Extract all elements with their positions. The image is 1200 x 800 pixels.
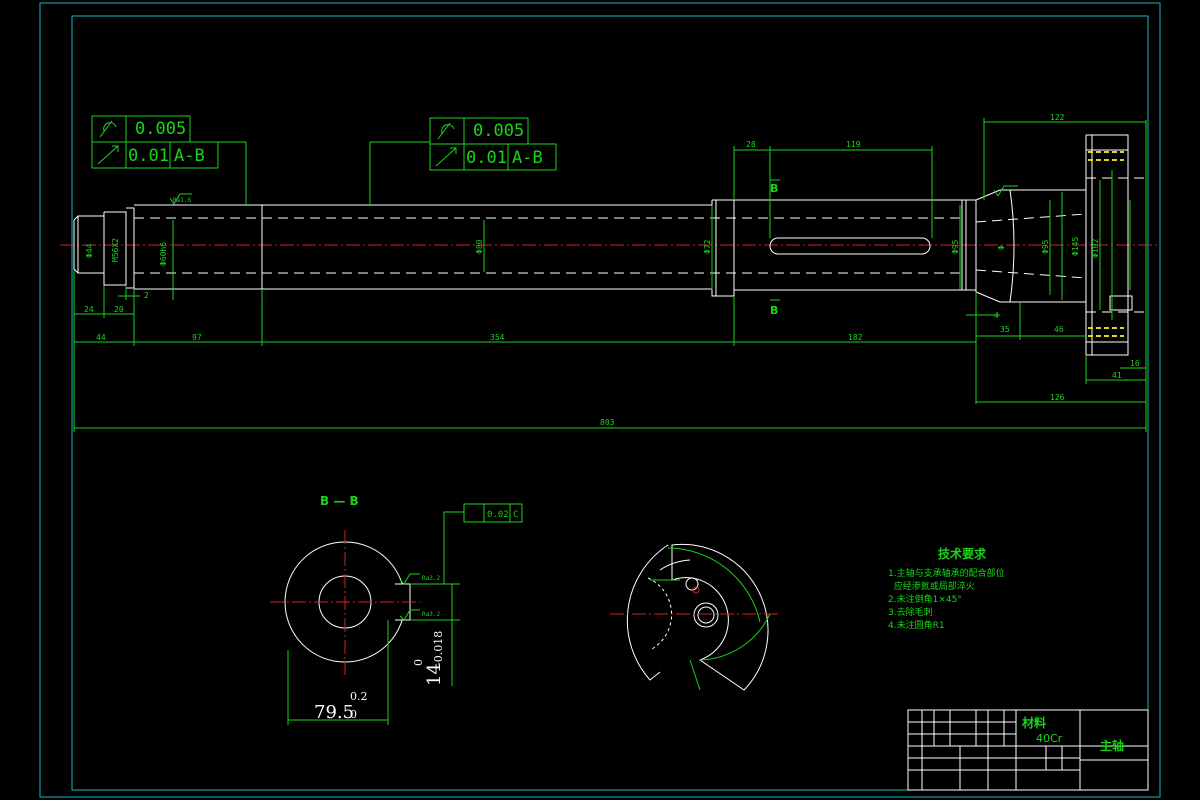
dim-16: 16 xyxy=(1130,359,1140,368)
section-dim-14: 14 xyxy=(424,663,445,686)
runout-arrow-icon xyxy=(435,147,457,167)
datum-1: A-B xyxy=(174,146,205,166)
tolerance-frame-2 xyxy=(429,117,557,171)
roughness-icon xyxy=(993,185,1018,197)
section-flat-datum: C xyxy=(513,510,518,520)
dim-44: 44 xyxy=(96,333,106,342)
dim-97: 97 xyxy=(192,333,202,342)
dim-4: 4 xyxy=(994,311,999,320)
dim-phi145: Φ145 xyxy=(1071,237,1080,256)
roughness-icon xyxy=(399,573,420,585)
material-value: 40Cr xyxy=(1036,732,1063,745)
section-ra-1: Ra3.2 xyxy=(422,575,440,582)
section-mark-top: B xyxy=(770,182,778,195)
tech-item-1: 1.主轴与支承轴承的配合部位 xyxy=(888,567,1005,579)
title-block xyxy=(907,709,1149,791)
dimension-lines xyxy=(73,118,1147,432)
dim-phi95-a: Φ95 xyxy=(951,239,960,254)
dim-phi80: Φ80 xyxy=(475,239,484,254)
section-ra-2: Ra3.2 xyxy=(422,611,440,618)
dim-phi-h: Φ xyxy=(997,245,1006,250)
dim-35: 35 xyxy=(1000,325,1010,334)
dim-phi102: Φ102 xyxy=(1091,239,1100,258)
section-title: B — B xyxy=(320,494,359,508)
tech-item-2: 应经渗氮或局部淬火 xyxy=(888,580,975,592)
section-dim-79-lower: 0 xyxy=(350,708,357,721)
dim-24: 24 xyxy=(84,305,94,314)
leader-2 xyxy=(369,141,430,205)
section-mark-bottom: B xyxy=(770,304,778,317)
shaft-outline xyxy=(73,134,1133,356)
dim-46: 46 xyxy=(1054,325,1064,334)
dim-28: 28 xyxy=(746,140,756,149)
dim-803: 803 xyxy=(600,418,615,427)
section-flat-tol: 0.02 xyxy=(487,510,509,520)
dim-41: 41 xyxy=(1112,371,1122,380)
dim-phi60: Φ60h6 xyxy=(159,242,168,266)
leader-1 xyxy=(218,141,247,206)
tech-item-5: 4.未注圆角R1 xyxy=(888,619,945,631)
section-dim-14-lower: -0.018 xyxy=(432,631,445,666)
cylindricity-icon xyxy=(437,122,455,140)
dim-phi72: Φ72 xyxy=(703,239,712,254)
tolerance-frame-1 xyxy=(91,115,219,169)
cylindricity-icon xyxy=(99,120,117,138)
section-dim-79: 79.5 xyxy=(314,702,354,723)
runout-value-2: 0.01 xyxy=(466,148,507,168)
section-dim-14-upper: 0 xyxy=(412,659,425,666)
runout-arrow-icon xyxy=(97,145,119,165)
material-label: 材料 xyxy=(1021,715,1046,730)
section-dim-79-upper: 0.2 xyxy=(350,690,368,703)
dim-phi95-b: Φ95 xyxy=(1041,239,1050,254)
dim-20: 20 xyxy=(114,305,124,314)
tech-title: 技术要求 xyxy=(938,546,987,561)
dim-354: 354 xyxy=(490,333,505,342)
dim-126: 126 xyxy=(1050,393,1065,402)
runout-value-1: 0.01 xyxy=(128,146,169,166)
dim-phi44: Φ44 xyxy=(85,243,94,258)
dim-119: 119 xyxy=(846,140,861,149)
tech-item-3: 2.未注倒角1×45° xyxy=(888,593,962,605)
outer-border xyxy=(39,2,1161,798)
flatness-value-2: 0.005 xyxy=(473,121,524,141)
dim-122: 122 xyxy=(1050,113,1065,122)
dim-2: 2 xyxy=(144,291,149,300)
section-b-b xyxy=(270,503,523,725)
roughness-icon xyxy=(399,609,420,621)
tech-item-4: 3.去除毛刺 xyxy=(888,606,933,618)
dim-182: 182 xyxy=(848,333,863,342)
datum-2: A-B xyxy=(512,148,543,168)
part-name: 主轴 xyxy=(1100,738,1124,753)
flange-detail-view xyxy=(610,543,780,691)
inner-border xyxy=(71,15,1149,791)
flatness-value-1: 0.005 xyxy=(135,119,186,139)
dim-m56: M56X2 xyxy=(111,238,120,262)
roughness-label: Ra1.6 xyxy=(173,197,191,204)
roughness-icon xyxy=(169,193,192,205)
